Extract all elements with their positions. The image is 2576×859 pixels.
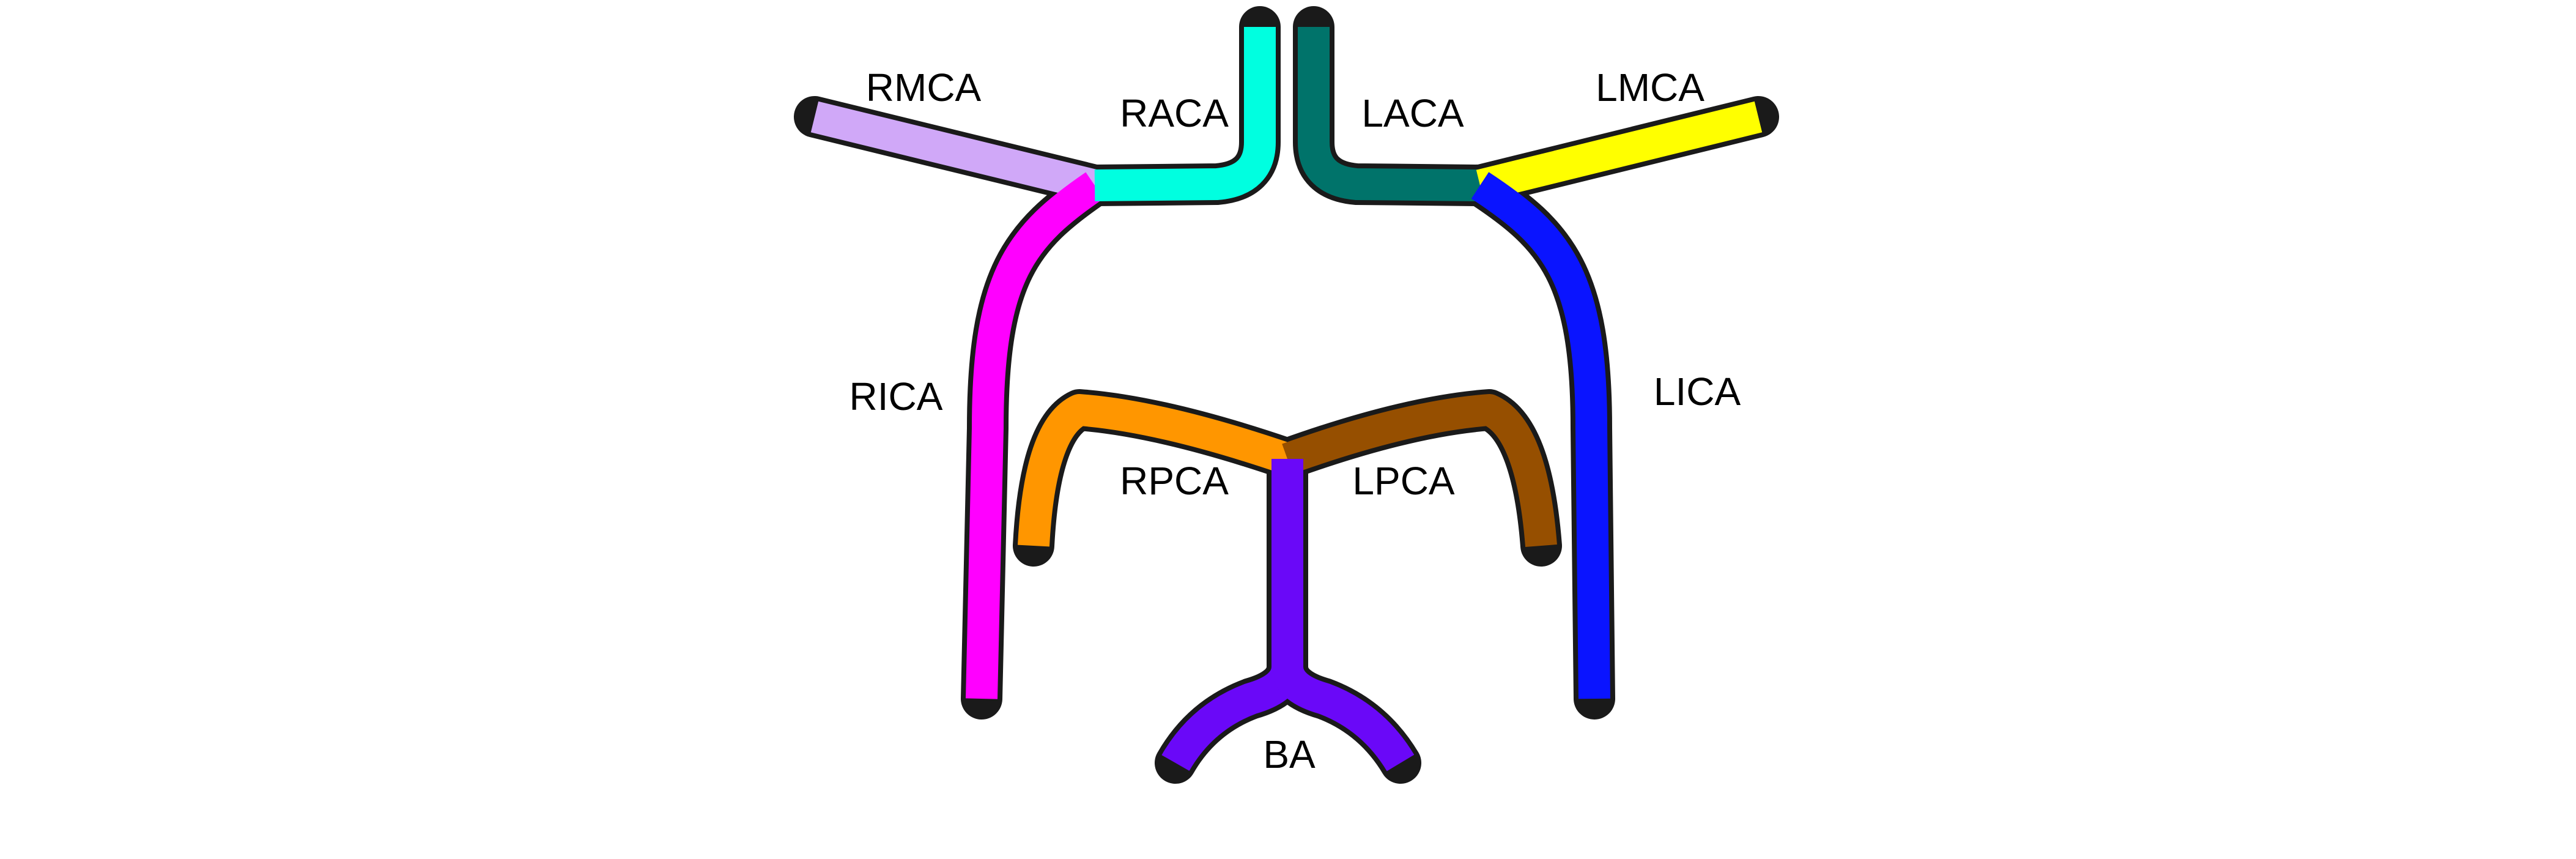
vessel-fills [810,27,1763,772]
rmca-label: RMCA [866,65,982,110]
lica-vessel [1471,172,1610,699]
lpca-vessel [1282,394,1557,548]
ba-label: BA [1263,732,1316,776]
ba-right-branch-vessel [1271,665,1415,772]
lica-label: LICA [1654,370,1741,414]
raca-label: RACA [1120,91,1229,135]
rmca-vessel [810,101,1099,201]
rica-vessel [966,172,1104,699]
rica-label: RICA [849,374,943,418]
raca-vessel [1094,27,1276,201]
rpca-label: RPCA [1120,459,1229,503]
rpca-vessel [1018,394,1293,547]
lpca-label: LPCA [1352,459,1455,503]
lmca-label: LMCA [1596,65,1704,110]
laca-vessel [1298,27,1481,201]
lmca-vessel [1476,101,1763,201]
laca-label: LACA [1361,91,1464,135]
vessel-labels: RMCA RACA LACA LMCA RICA LICA RPCA LPCA … [849,65,1741,776]
